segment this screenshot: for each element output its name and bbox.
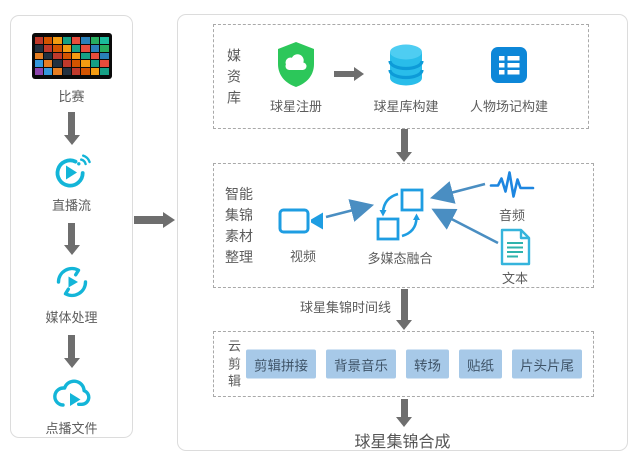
step-label: 球星注册 [269,99,322,114]
vod-file-icon [50,372,94,416]
fusion-node: 多媒态融合 [340,185,460,267]
cloud-edit-box: 云 剪 辑 剪辑拼接 背景音乐 转场 贴纸 片头片尾 [213,331,594,397]
material-prep-box: 智能 集锦 素材 整理 视频 [213,163,594,288]
tool-chip: 片头片尾 [512,349,582,379]
step-label: 人物场记构建 [469,99,548,114]
down-arrow [63,112,80,145]
text-node: 文本 [465,228,565,287]
tool-chip: 剪辑拼接 [246,349,316,379]
left-source-panel: 比赛 直播流 媒体处理 [10,15,133,438]
step-label: 球星库构建 [373,99,439,114]
text-document-icon [498,228,532,266]
media-library-group-label: 媒 资 库 [227,47,241,105]
star-library-node: 球星库构建 [356,38,456,115]
scene-record-node: 人物场记构建 [459,38,559,115]
output-label: 球星集锦合成 [354,434,451,451]
video-camera-icon [278,202,328,240]
down-arrow [63,335,80,368]
media-library-box: 媒 资 库 球星注册 [213,24,589,129]
material-prep-group-label: 智能 集锦 素材 整理 [225,185,253,265]
audio-node: 音频 [462,169,562,224]
right-arrow [134,212,175,228]
shield-cloud-icon [273,38,319,92]
cloud-edit-tools: 剪辑拼接 背景音乐 转场 贴纸 片头片尾 [246,349,582,379]
step-label: 视频 [289,249,316,264]
tool-chip: 贴纸 [459,349,502,379]
step-label: 点播文件 [45,421,98,436]
media-processing-icon [52,259,92,305]
down-arrow [396,129,412,162]
cloud-edit-group-label: 云 剪 辑 [228,338,242,389]
step-label: 音频 [498,208,525,223]
video-wall-tiles [34,37,109,75]
down-arrow [63,222,80,256]
down-arrow [396,399,412,427]
step-label: 直播流 [51,197,91,213]
source-label: 比赛 [58,89,85,105]
star-registration-node: 球星注册 [246,38,346,115]
tool-chip: 背景音乐 [326,349,396,379]
step-label: 多媒态融合 [367,251,433,266]
tool-chip: 转场 [406,349,449,379]
right-arrow [334,67,364,81]
down-arrow [396,289,412,330]
audio-waveform-icon [489,169,535,201]
left-flow: 比赛 直播流 媒体处理 [11,16,132,437]
database-icon [386,38,426,92]
step-label: 媒体处理 [45,310,98,326]
video-node: 视频 [253,202,353,265]
multimodal-fusion-icon [374,185,426,245]
live-stream-icon [53,149,91,193]
step-label: 文本 [501,271,528,286]
video-wall-image [31,33,112,80]
list-grid-icon [490,38,528,92]
pipeline-panel: 媒 资 库 球星注册 [177,14,628,451]
timeline-label: 球星集锦时间线 [299,300,391,315]
